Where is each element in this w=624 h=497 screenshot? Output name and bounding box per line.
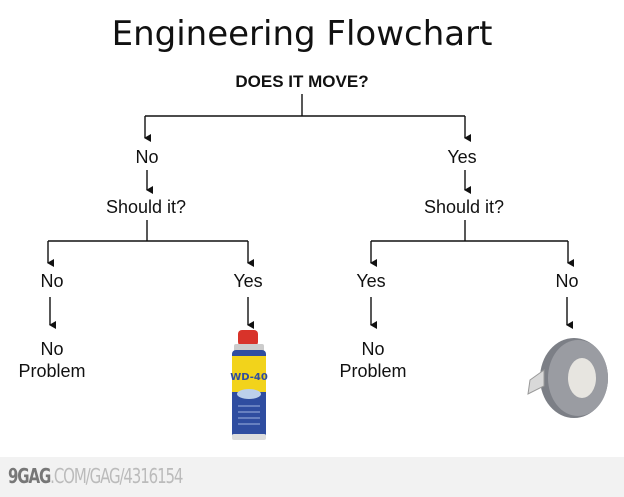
right-right-answer: No (555, 271, 579, 291)
result-line: No (361, 339, 385, 359)
diagram-title: Engineering Flowchart (111, 14, 493, 54)
left-left-answer: No (40, 271, 64, 291)
wd40-label: WD-40 (230, 372, 268, 383)
watermark-path: .COM/GAG/4316154 (50, 464, 183, 488)
right-follow-up: Should it? (423, 197, 505, 217)
duct-tape-icon (527, 338, 608, 418)
flow-connectors (47, 94, 574, 329)
result-no-problem: No Problem (339, 338, 406, 382)
watermark-brand: 9GAG (8, 464, 51, 488)
left-follow-up: Should it? (105, 197, 187, 217)
result-line: Problem (339, 361, 407, 381)
result-line: Problem (18, 361, 86, 381)
result-no-problem: No Problem (18, 338, 85, 382)
watermark: 9GAG.COM/GAG/4316154 (8, 464, 183, 488)
right-left-answer: Yes (356, 271, 386, 291)
result-line: No (40, 339, 64, 359)
footer-bar: 9GAG.COM/GAG/4316154 (0, 457, 624, 497)
left-right-answer: Yes (233, 271, 263, 291)
right-answer: Yes (447, 147, 477, 167)
wd40-can-icon: WD-40 (230, 330, 268, 440)
root-question: DOES IT MOVE? (235, 72, 369, 91)
left-answer: No (135, 147, 159, 167)
